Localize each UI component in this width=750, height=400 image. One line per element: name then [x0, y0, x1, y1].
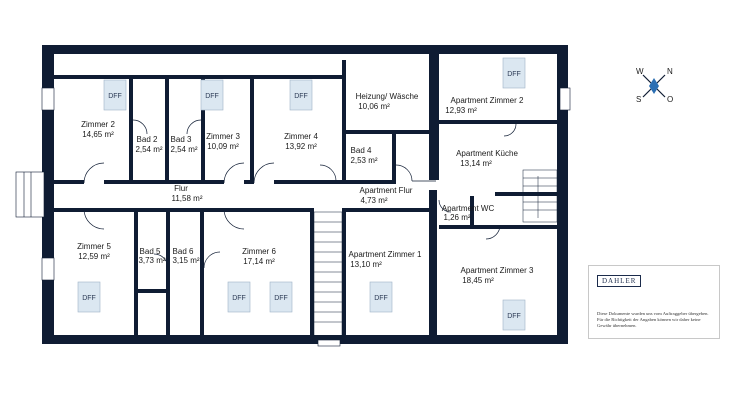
svg-text:DFF: DFF — [374, 295, 388, 302]
windows — [41, 87, 571, 347]
room-area: 18,45 m² — [462, 276, 494, 285]
svg-text:DFF: DFF — [232, 295, 246, 302]
room-name: Apartment WC — [442, 204, 495, 213]
disclaimer-box: DAHLER Diese Dokumente wurden uns vom Au… — [588, 265, 720, 339]
svg-text:O: O — [667, 95, 673, 104]
skylight: DFF — [103, 79, 127, 111]
room-area: 10,06 m² — [358, 102, 390, 111]
svg-text:DFF: DFF — [507, 313, 521, 320]
room-labels: Zimmer 2 14,65 m² Bad 2 2,54 m² Bad 3 2,… — [77, 92, 534, 285]
skylight: DFF — [369, 281, 393, 313]
room-name: Bad 4 — [351, 146, 372, 155]
svg-text:DFF: DFF — [507, 71, 521, 78]
svg-text:DFF: DFF — [108, 93, 122, 100]
room-area: 13,14 m² — [460, 159, 492, 168]
svg-text:DFF: DFF — [82, 295, 96, 302]
room-name: Zimmer 2 — [81, 120, 115, 129]
svg-text:DFF: DFF — [274, 295, 288, 302]
svg-text:N: N — [667, 67, 673, 76]
brand-logo: DAHLER — [597, 275, 642, 287]
svg-text:DFF: DFF — [294, 93, 308, 100]
room-name: Bad 6 — [173, 247, 194, 256]
room-area: 10,09 m² — [207, 142, 239, 151]
skylight: DFF — [289, 79, 313, 111]
room-area: 4,73 m² — [360, 196, 387, 205]
skylight: DFF — [502, 57, 526, 89]
room-name: Zimmer 4 — [284, 132, 318, 141]
room-area: 3,15 m² — [172, 256, 199, 265]
room-name: Apartment Küche — [456, 149, 518, 158]
room-name: Apartment Zimmer 3 — [461, 266, 534, 275]
room-name: Bad 3 — [171, 135, 192, 144]
room-name: Apartment Zimmer 1 — [349, 250, 422, 259]
room-area: 2,54 m² — [170, 145, 197, 154]
room-area: 13,92 m² — [285, 142, 317, 151]
disclaimer-text: Diese Dokumente wurden uns vom Auftragge… — [597, 311, 709, 328]
room-name: Zimmer 5 — [77, 242, 111, 251]
skylight: DFF — [269, 281, 293, 313]
room-area: 2,53 m² — [350, 156, 377, 165]
room-area: 1,26 m² — [443, 213, 470, 222]
skylights: DFF DFF DFF DFF DFF DFF DFF DFF DFF — [77, 57, 526, 331]
skylight: DFF — [200, 79, 224, 111]
room-area: 3,73 m² — [138, 256, 165, 265]
svg-text:S: S — [636, 95, 641, 104]
staircase — [313, 169, 558, 339]
room-area: 12,93 m² — [445, 106, 477, 115]
room-name: Zimmer 3 — [206, 132, 240, 141]
room-area: 12,59 m² — [78, 252, 110, 261]
compass-icon: W N S O — [636, 67, 673, 104]
svg-text:DFF: DFF — [205, 93, 219, 100]
svg-text:W: W — [636, 67, 644, 76]
room-name: Heizung/ Wäsche — [356, 92, 419, 101]
skylight: DFF — [502, 299, 526, 331]
room-area: 14,65 m² — [82, 130, 114, 139]
room-name: Apartment Zimmer 2 — [451, 96, 524, 105]
room-area: 13,10 m² — [350, 260, 382, 269]
door-swings — [83, 119, 517, 269]
entrance-steps — [15, 171, 45, 218]
room-name: Apartment Flur — [360, 186, 413, 195]
room-area: 17,14 m² — [243, 257, 275, 266]
room-name: Flur — [174, 184, 188, 193]
room-area: 2,54 m² — [135, 145, 162, 154]
skylight: DFF — [77, 281, 101, 313]
room-name: Bad 5 — [140, 247, 161, 256]
skylight: DFF — [227, 281, 251, 313]
room-name: Bad 2 — [137, 135, 158, 144]
room-name: Zimmer 6 — [242, 247, 276, 256]
room-area: 11,58 m² — [172, 194, 203, 203]
